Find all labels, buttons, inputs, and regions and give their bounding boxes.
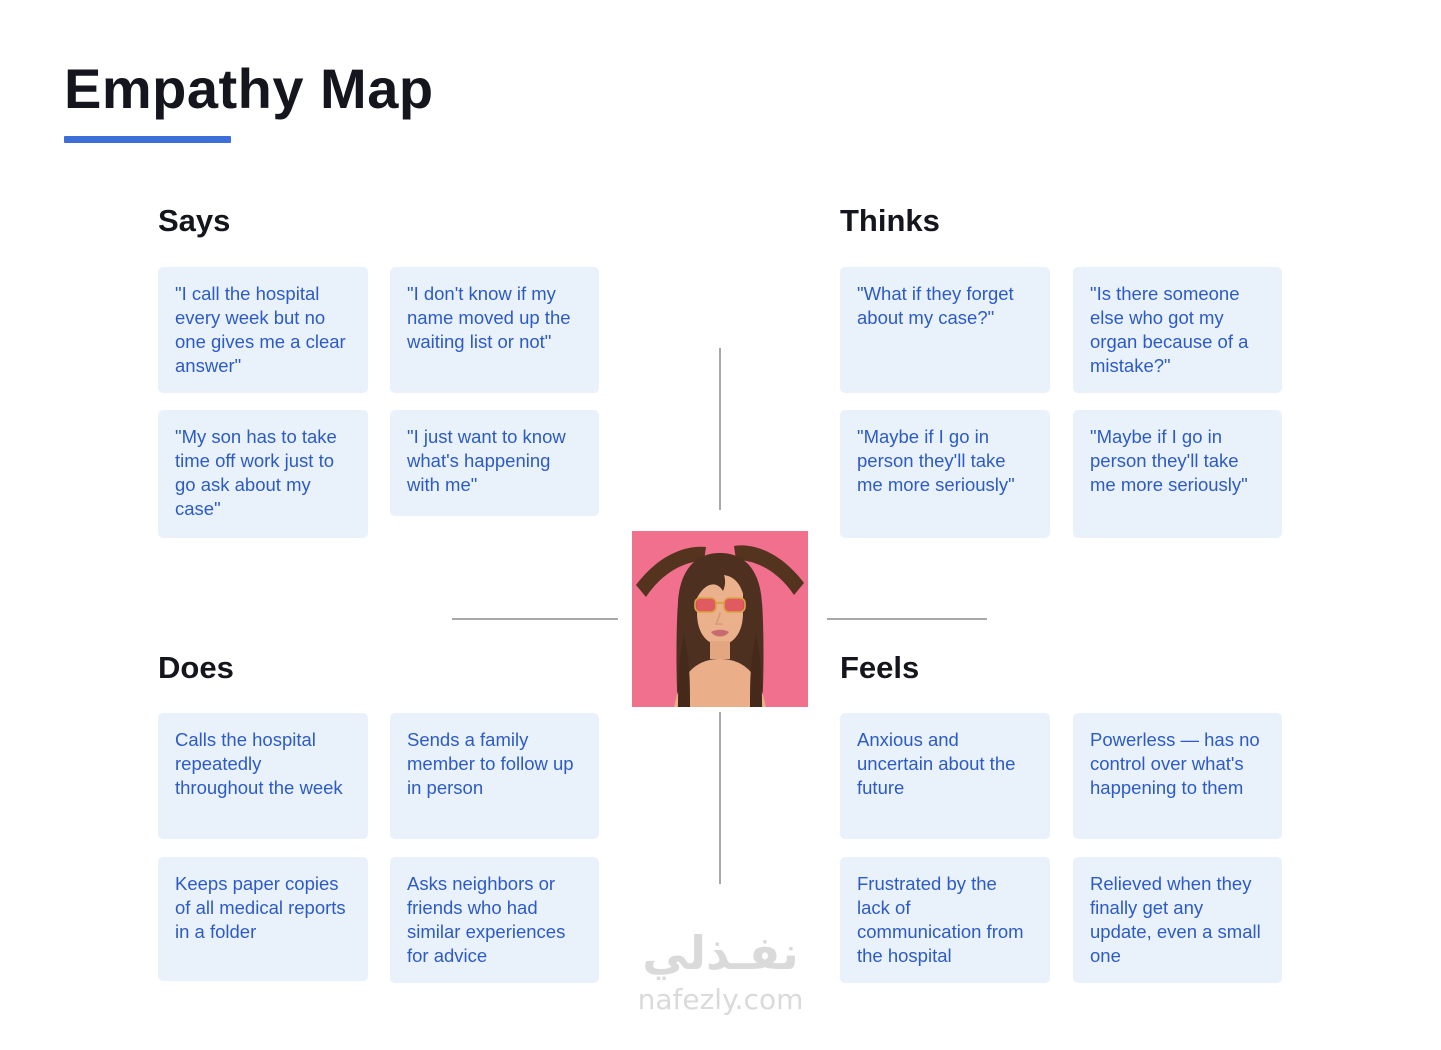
feels-card-3: Frustrated by the lack of communication … — [840, 857, 1050, 983]
quadrant-title-says: Says — [158, 203, 231, 238]
thinks-card-3: "Maybe if I go in person they'll take me… — [840, 410, 1050, 538]
thinks-card-1: "What if they forget about my case?" — [840, 267, 1050, 393]
persona-photo-illustration — [632, 531, 808, 707]
connector-top — [719, 348, 721, 510]
persona-photo — [632, 531, 808, 707]
page-title: Empathy Map — [64, 57, 434, 120]
watermark-arabic-logo: نفـذلي — [642, 926, 799, 980]
connector-left — [452, 618, 618, 620]
title-underline — [64, 136, 231, 143]
does-card-3: Keeps paper copies of all medical report… — [158, 857, 368, 981]
connector-bottom — [719, 712, 721, 884]
thinks-card-2: "Is there someone else who got my organ … — [1073, 267, 1282, 393]
thinks-card-4: "Maybe if I go in person they'll take me… — [1073, 410, 1282, 538]
does-card-2: Sends a family member to follow up in pe… — [390, 713, 599, 839]
quadrant-title-does: Does — [158, 650, 234, 685]
says-card-1: "I call the hospital every week but no o… — [158, 267, 368, 393]
says-card-4: "I just want to know what's happening wi… — [390, 410, 599, 516]
does-card-4: Asks neighbors or friends who had simila… — [390, 857, 599, 983]
does-card-1: Calls the hospital repeatedly throughout… — [158, 713, 368, 839]
quadrant-title-thinks: Thinks — [840, 203, 940, 238]
says-card-3: "My son has to take time off work just t… — [158, 410, 368, 538]
connector-right — [827, 618, 987, 620]
quadrant-title-feels: Feels — [840, 650, 920, 685]
watermark-domain: nafezly.com — [637, 982, 804, 1016]
says-card-2: "I don't know if my name moved up the wa… — [390, 267, 599, 393]
feels-card-1: Anxious and uncertain about the future — [840, 713, 1050, 839]
feels-card-2: Powerless — has no control over what's h… — [1073, 713, 1282, 839]
feels-card-4: Relieved when they finally get any updat… — [1073, 857, 1282, 983]
watermark: نفـذلي nafezly.com — [0, 928, 1441, 1016]
